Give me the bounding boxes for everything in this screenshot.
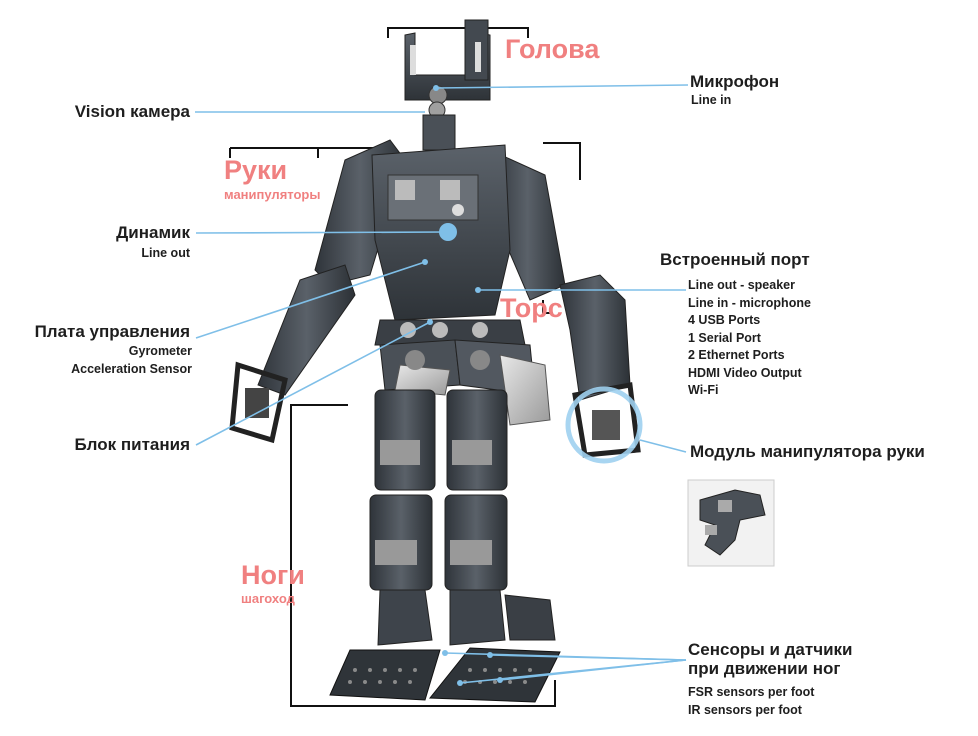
label-speaker: Динамик: [116, 223, 190, 242]
port-list-item: 1 Serial Port: [688, 330, 761, 345]
sensor-list-item: FSR sensors per foot: [688, 685, 815, 699]
sensor-list-item: IR sensors per foot: [688, 702, 802, 717]
label-sensors-list: FSR sensors per foot IR sensors per foot: [688, 684, 814, 719]
label-builtin-port-list: Line out - speaker Line in - microphone …: [688, 277, 811, 400]
port-list-item: Wi-Fi: [688, 383, 719, 397]
label-sensors-line1: Сенсоры и датчики: [688, 640, 853, 659]
pointer-lines: [195, 84, 689, 684]
label-control-board-sub: Gyrometer Acceleration Sensor: [71, 343, 192, 378]
port-list-item: 2 Ethernet Ports: [688, 348, 785, 362]
label-microphone: Микрофон: [690, 72, 780, 91]
arm-module-highlight-ring: [565, 386, 643, 464]
label-speaker-sub: Line out: [141, 246, 190, 260]
board-sub-item: Gyrometer: [128, 344, 192, 358]
robot-head: [404, 19, 491, 151]
robot-feet: [329, 647, 561, 703]
section-legs-subtitle: шагоход: [241, 591, 295, 606]
label-sensors-line2: при движении ног: [688, 659, 841, 678]
section-brackets: [229, 27, 581, 707]
label-builtin-port: Встроенный порт: [660, 250, 810, 269]
robot-right-leg: [444, 389, 556, 646]
robot-left-leg: [369, 389, 436, 646]
port-list-item: Line in - microphone: [688, 295, 811, 310]
section-arms-title: Руки: [224, 155, 288, 185]
label-power-unit: Блок питания: [74, 435, 190, 454]
section-legs-title: Ноги: [241, 560, 305, 590]
port-list-item: HDMI Video Output: [688, 365, 802, 380]
pointer-dots: [422, 85, 503, 686]
gripper-inset-image: [687, 479, 775, 567]
label-microphone-sub: Line in: [691, 93, 732, 107]
label-arm-module: Модуль манипулятора руки: [690, 442, 925, 461]
section-arms-subtitle: манипуляторы: [224, 187, 321, 202]
robot-hips: [379, 339, 551, 426]
port-list-item: Line out - speaker: [688, 278, 795, 292]
label-control-board: Плата управления: [34, 322, 190, 341]
section-torso-title: Торс: [500, 293, 563, 323]
port-list-item: 4 USB Ports: [688, 313, 761, 327]
board-sub-item: Acceleration Sensor: [71, 361, 192, 376]
label-vision-camera: Vision камера: [74, 102, 190, 121]
robot-right-arm: [489, 149, 641, 458]
section-head-title: Голова: [505, 34, 600, 64]
